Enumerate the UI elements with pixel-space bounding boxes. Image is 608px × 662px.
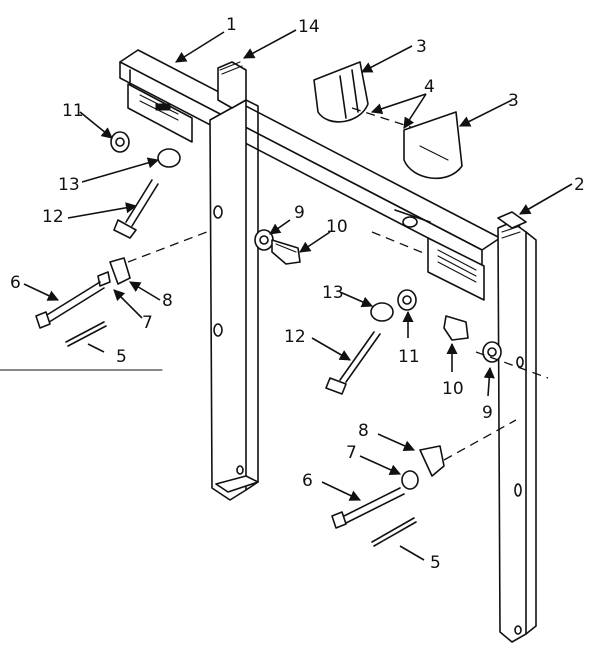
plate-right <box>403 111 463 180</box>
callout-5-left: 5 <box>116 347 127 367</box>
callout-11-right: 11 <box>398 347 420 367</box>
callout-5-right: 5 <box>430 553 441 573</box>
callout-9-left: 9 <box>294 203 305 223</box>
hardware-right <box>325 289 549 547</box>
plate-left <box>313 61 421 131</box>
left-leg <box>209 61 259 501</box>
callout-2: 2 <box>574 175 585 195</box>
top-bracket <box>119 49 501 301</box>
callout-9-right: 9 <box>482 403 493 423</box>
callout-7-left: 7 <box>142 313 153 333</box>
hardware-left <box>35 131 301 347</box>
callout-10-right: 10 <box>442 379 464 399</box>
callout-3-top: 3 <box>416 37 427 57</box>
callout-7-right: 7 <box>346 443 357 463</box>
callout-labels: 1 14 3 4 3 11 13 12 9 10 6 8 7 5 2 13 12… <box>10 15 585 573</box>
callout-8-left: 8 <box>162 291 173 311</box>
callout-3-right: 3 <box>508 91 519 111</box>
leader-lines <box>0 29 573 561</box>
callout-10-left: 10 <box>326 217 348 237</box>
callout-8-right: 8 <box>358 421 369 441</box>
callout-13-right: 13 <box>322 283 344 303</box>
callout-14: 14 <box>298 17 320 37</box>
callout-4: 4 <box>424 77 435 97</box>
callout-11-left: 11 <box>62 101 84 121</box>
callout-12-left: 12 <box>42 207 64 227</box>
callout-13-left: 13 <box>58 175 80 195</box>
callout-1: 1 <box>226 15 237 35</box>
right-leg <box>497 211 537 643</box>
callout-6-right: 6 <box>302 471 313 491</box>
callout-12-right: 12 <box>284 327 306 347</box>
callout-6-left: 6 <box>10 273 21 293</box>
